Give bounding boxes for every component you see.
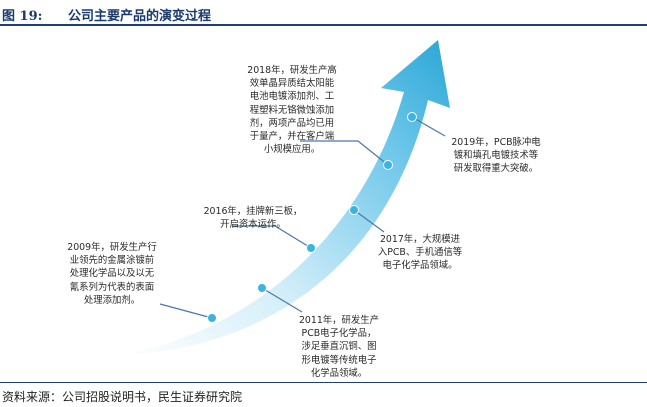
dot-2018	[383, 160, 393, 170]
growth-arrow	[120, 40, 450, 355]
dot-2011	[257, 283, 267, 293]
milestone-2011-text: 2011年，研发生产 PCB电子化学品， 涉足垂直沉铜、图 形电镀等传统电子 化…	[298, 315, 380, 379]
milestone-2018-text: 2018年，研发生产高 效单晶异质结太阳能 电池电镀添加剂、工 程塑料无铬微蚀添…	[247, 65, 337, 156]
leader-2018	[300, 140, 389, 166]
milestone-2017-text: 2017年，大规模进 入PCB、手机通信等 电子化学品领域。	[377, 234, 463, 272]
leader-2009	[159, 303, 213, 319]
milestone-2016-text: 2016年，挂牌新三板， 开启资本运作。	[203, 206, 303, 231]
dot-2009	[207, 313, 217, 323]
milestone-2009-text: 2009年，研发生产行 业领先的金属涂镀前 处理化学品以及以无 氰系列为代表的表…	[67, 242, 157, 306]
dot-2017	[349, 205, 359, 215]
dot-2016	[306, 243, 316, 253]
figure-title: 图 19: 公司主要产品的演变过程	[0, 2, 647, 24]
leader-2011	[261, 287, 303, 313]
figure-number: 图 19:	[2, 9, 43, 24]
leader-2019	[411, 116, 446, 137]
dot-2019	[407, 112, 417, 122]
bottom-rule	[0, 382, 647, 383]
leader-2016	[233, 225, 312, 249]
top-rule	[0, 24, 647, 26]
source-note: 资料来源：公司招股说明书，民生证券研究院	[2, 390, 243, 404]
leader-2017	[353, 209, 385, 233]
figure-title-text: 公司主要产品的演变过程	[68, 9, 212, 24]
milestone-2019-text: 2019年，PCB脉冲电 镀和填孔电镀技术等 研发取得重大突破。	[451, 137, 541, 175]
